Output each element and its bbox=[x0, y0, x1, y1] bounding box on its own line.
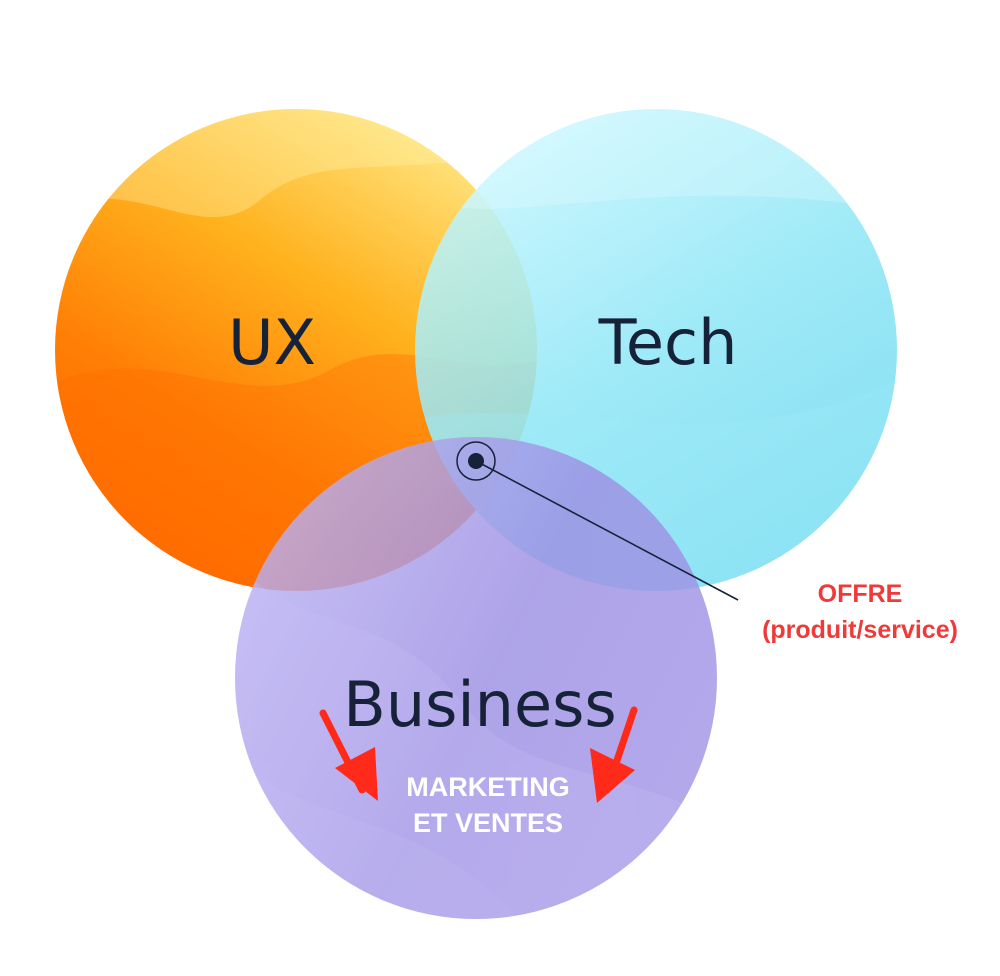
ux-label: UX bbox=[228, 306, 316, 379]
right-arrow-icon bbox=[590, 706, 638, 803]
leader-line bbox=[475, 460, 739, 601]
et-ventes-label: ET VENTES bbox=[413, 808, 563, 838]
produit-service-label: (produit/service) bbox=[762, 616, 958, 644]
left-arrow-icon bbox=[319, 709, 378, 801]
tech-label: Tech bbox=[598, 306, 738, 379]
offre-label: OFFRE bbox=[818, 580, 903, 608]
marketing-label: MARKETING bbox=[406, 772, 570, 802]
business-label: Business bbox=[343, 668, 616, 741]
